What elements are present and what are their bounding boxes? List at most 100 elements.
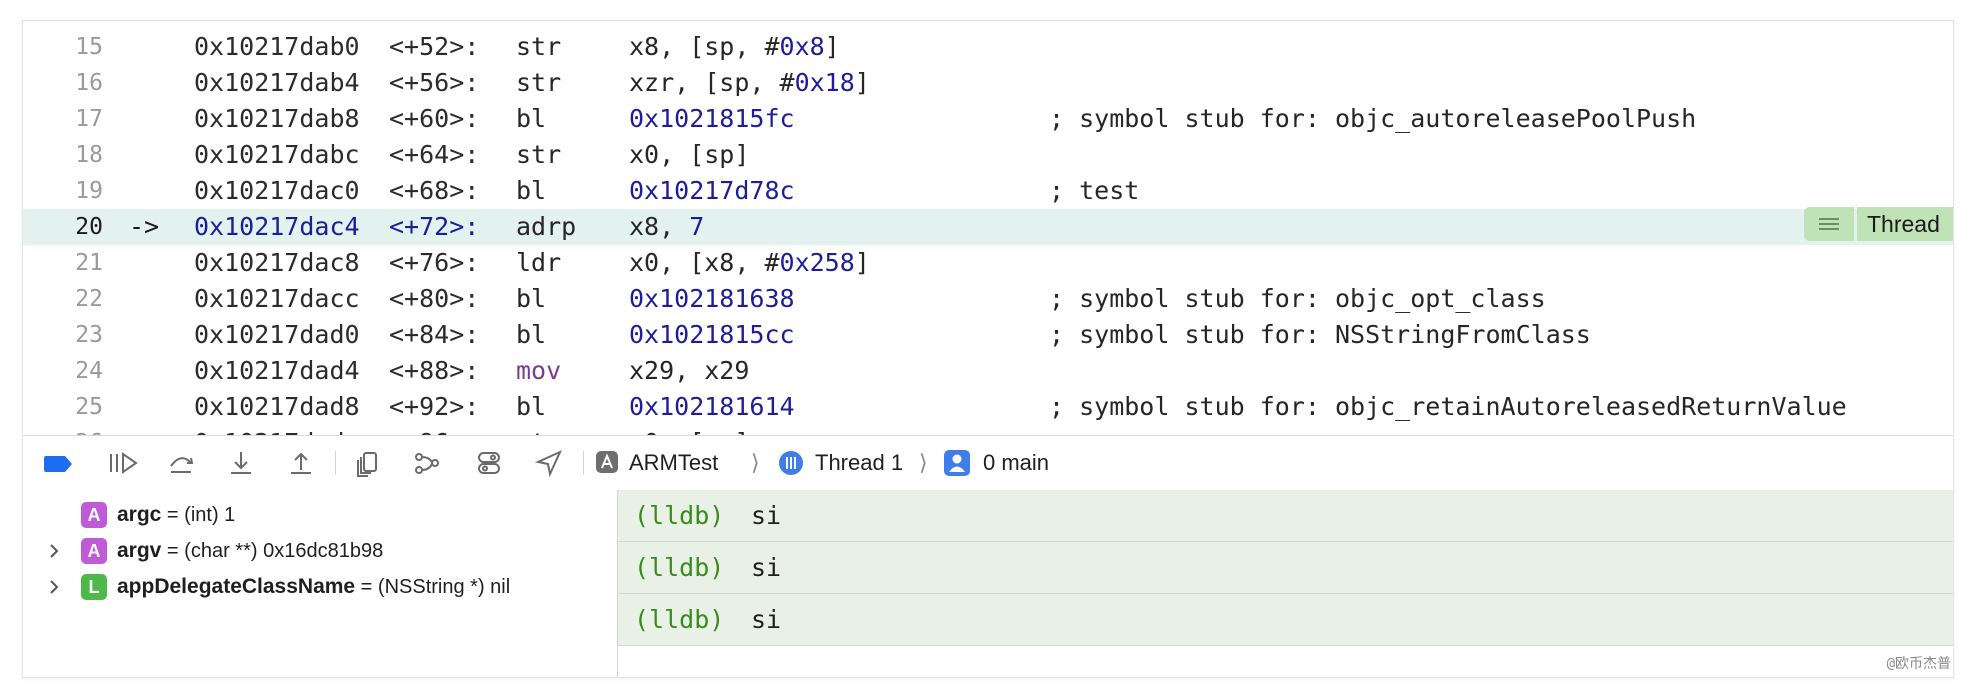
mnemonic: str <box>516 68 562 97</box>
asm-row-17[interactable]: 17 0x10217dab8 <+60>: bl 0x1021815fc ; s… <box>23 101 1953 137</box>
simulate-location-icon[interactable] <box>534 449 563 478</box>
breadcrumb-thread[interactable]: Thread 1 <box>815 450 904 475</box>
variable-text: appDelegateClassName = (NSString *) nil <box>117 570 510 604</box>
variable-name: argc <box>117 503 162 526</box>
offset: <+64>: <box>389 140 480 169</box>
operand-text-post: ] <box>854 68 870 97</box>
operand-hex: 0x1021815fc <box>629 104 795 133</box>
line-number: 18 <box>75 142 103 168</box>
lldb-prompt: (lldb) <box>634 553 725 582</box>
console-line: (lldb) si <box>618 594 1953 646</box>
line-number: 21 <box>75 250 103 276</box>
variable-row-appdelegateclassname[interactable]: L appDelegateClassName = (NSString *) ni… <box>23 570 617 604</box>
continue-icon[interactable] <box>107 449 139 477</box>
debug-view-hierarchy-icon[interactable] <box>353 449 381 477</box>
console-line: (lldb) si <box>618 542 1953 594</box>
offset: <+96>: <box>389 425 479 435</box>
operands: x0, [sp] <box>629 425 749 435</box>
variables-view[interactable]: A argc = (int) 1 A argv = (char **) 0x16… <box>23 490 618 677</box>
asm-row-22[interactable]: 22 0x10217dacc <+80>: bl 0x102181638 ; s… <box>23 281 1953 317</box>
console-command: si <box>751 501 782 530</box>
asm-row-20-current[interactable]: 20 -> 0x10217dac4 <+72>: adrp x8, 7 <box>23 209 1953 245</box>
breadcrumb-target[interactable]: ARMTest <box>629 450 719 475</box>
watermark: @欧币杰普 <box>1886 656 1951 672</box>
address: 0x10217dadc <box>194 425 360 435</box>
partial-row-bottom: 26 0x10217dadc <+96>: str x0, [sp] <box>23 425 1953 435</box>
breadcrumb-chevron-icon: ⟩ <box>919 450 928 475</box>
pc-annotation[interactable]: Thread 1: instruction step into <box>1804 207 1953 241</box>
address: 0x10217dac4 <box>194 212 360 241</box>
debug-bar: ARMTest ⟩ Thread 1 ⟩ 0 main <box>23 435 1953 491</box>
mnemonic: mov <box>516 356 562 385</box>
operands: xzr, [sp, #0x18] <box>629 65 870 101</box>
variable-type: = (char **) <box>166 540 258 562</box>
offset: <+72>: <box>389 212 480 241</box>
disclosure-chevron-icon[interactable] <box>47 570 61 604</box>
asm-row-16[interactable]: 16 0x10217dab4 <+56>: str xzr, [sp, #0x1… <box>23 65 1953 101</box>
address: 0x10217dacc <box>194 284 360 313</box>
comment: ; symbol stub for: objc_retainAutoreleas… <box>1049 392 1847 421</box>
variable-row-argc[interactable]: A argc = (int) 1 <box>23 498 617 532</box>
asm-row-15[interactable]: 15 0x10217dab0 <+52>: str x8, [sp, #0x8] <box>23 29 1953 65</box>
comment: ; symbol stub for: objc_autoreleasePoolP… <box>1049 104 1697 133</box>
operand-text: x0, [x8, # <box>629 248 780 277</box>
step-into-icon[interactable] <box>227 449 255 477</box>
variable-name: appDelegateClassName <box>117 575 356 598</box>
asm-row-21[interactable]: 21 0x10217dac8 <+76>: ldr x0, [x8, #0x25… <box>23 245 1953 281</box>
memory-graph-icon[interactable] <box>413 449 441 477</box>
asm-row-24[interactable]: 24 0x10217dad4 <+88>: mov x29, x29 <box>23 353 1953 389</box>
breakpoints-toggle-icon[interactable] <box>43 455 73 473</box>
asm-row-25[interactable]: 25 0x10217dad8 <+92>: bl 0x102181614 ; s… <box>23 389 1953 425</box>
operand-text-post: ] <box>824 32 840 61</box>
line-number: 15 <box>75 34 103 60</box>
environment-overrides-icon[interactable] <box>475 449 503 477</box>
operand-hex: 0x18 <box>794 68 855 97</box>
address: 0x10217dab4 <box>194 68 360 97</box>
lldb-console[interactable]: (lldb) si (lldb) si (lldb) si @欧币杰普 <box>618 490 1953 677</box>
step-out-icon[interactable] <box>287 449 315 477</box>
offset: <+88>: <box>389 356 480 385</box>
address: 0x10217dac8 <box>194 248 360 277</box>
address: 0x10217dad4 <box>194 356 360 385</box>
pc-arrow: -> <box>129 212 160 241</box>
lldb-prompt: (lldb) <box>634 605 725 634</box>
mnemonic: str <box>516 32 562 61</box>
offset: <+76>: <box>389 248 480 277</box>
partial-address: 0x10217dab0 <box>194 21 360 26</box>
toolbar-separator <box>583 451 584 475</box>
operand-hex: 0x102181638 <box>629 284 795 313</box>
disclosure-chevron-icon[interactable] <box>47 534 61 568</box>
variable-type: = (int) <box>166 504 219 526</box>
mnemonic: bl <box>516 284 547 313</box>
operand-text: x8, <box>629 212 690 241</box>
operand-text: x8, [sp, # <box>629 32 780 61</box>
console-command: si <box>751 605 782 634</box>
breadcrumb-frame[interactable]: 0 main <box>983 450 1050 475</box>
offset: <+56>: <box>389 68 480 97</box>
offset: <+84>: <box>389 320 480 349</box>
variable-type: = (NSString *) <box>360 576 485 598</box>
lldb-prompt: (lldb) <box>634 501 725 530</box>
pc-annotation-label: Thread 1: instruction step into <box>1857 207 1953 241</box>
variable-name: argv <box>117 539 162 562</box>
menu-lines-icon[interactable] <box>1804 207 1854 241</box>
line-number: 24 <box>75 358 103 384</box>
asm-row-18[interactable]: 18 0x10217dabc <+64>: str x0, [sp] <box>23 137 1953 173</box>
line-number: 19 <box>75 178 103 204</box>
variable-row-argv[interactable]: A argv = (char **) 0x16dc81b98 <box>23 534 617 568</box>
mnemonic: bl <box>516 320 547 349</box>
asm-row-23[interactable]: 23 0x10217dad0 <+84>: bl 0x1021815cc ; s… <box>23 317 1953 353</box>
operand-hex: 0x1021815cc <box>629 320 795 349</box>
step-over-icon[interactable] <box>167 449 195 477</box>
comment: ; symbol stub for: NSStringFromClass <box>1049 320 1591 349</box>
operand-hex: 0x10217d78c <box>629 176 795 205</box>
mnemonic: ldr <box>516 248 562 277</box>
mnemonic: str <box>516 140 562 169</box>
operands: x0, [x8, #0x258] <box>629 245 870 281</box>
asm-row-19[interactable]: 19 0x10217dac0 <+68>: bl 0x10217d78c ; t… <box>23 173 1953 209</box>
thread-icon <box>778 450 804 476</box>
address: 0x10217dad0 <box>194 320 360 349</box>
operand-hex: 0x8 <box>779 32 825 61</box>
toolbar-separator <box>335 451 336 475</box>
disassembly-view[interactable]: 0x10217dab0 15 0x10217dab0 <+52>: str x8… <box>23 21 1953 435</box>
